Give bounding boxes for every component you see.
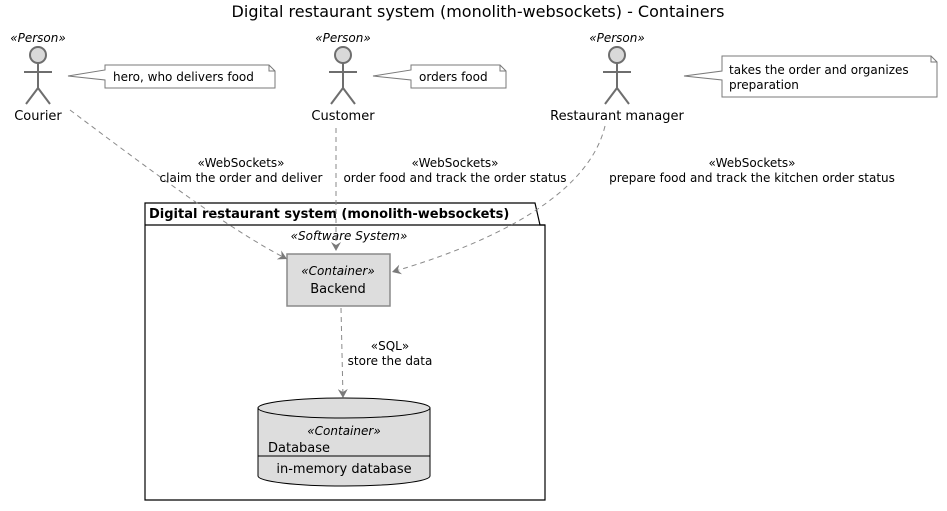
system-boundary: Digital restaurant system (monolith-webs… bbox=[144, 202, 546, 501]
note-courier-text: hero, who delivers food bbox=[113, 70, 254, 84]
relation-courier-protocol: «WebSockets» bbox=[197, 156, 284, 170]
note-manager-line1: takes the order and organizes bbox=[729, 63, 909, 77]
database-name: Database bbox=[268, 441, 330, 456]
relation-label-customer: «WebSockets» order food and track the or… bbox=[343, 156, 566, 185]
actor-customer-stereotype: «Person» bbox=[315, 31, 371, 45]
relation-courier-backend bbox=[69, 109, 288, 260]
database-stereotype: «Container» bbox=[307, 424, 380, 438]
note-customer: orders food bbox=[372, 64, 507, 89]
relation-customer-protocol: «WebSockets» bbox=[411, 156, 498, 170]
relation-database-protocol: «SQL» bbox=[371, 339, 409, 353]
backend-name: Backend bbox=[310, 282, 366, 297]
actor-courier-stereotype: «Person» bbox=[10, 31, 66, 45]
system-boundary-stereotype: «Software System» bbox=[291, 229, 408, 243]
relation-courier-text: claim the order and deliver bbox=[160, 171, 323, 185]
database-container: «Container» Database in-memory database bbox=[257, 397, 431, 487]
note-customer-text: orders food bbox=[419, 70, 488, 84]
relation-manager-text: prepare food and track the kitchen order… bbox=[609, 171, 895, 185]
relation-label-manager: «WebSockets» prepare food and track the … bbox=[609, 156, 895, 185]
person-icon bbox=[24, 46, 52, 105]
relation-manager-protocol: «WebSockets» bbox=[708, 156, 795, 170]
relation-backend-database bbox=[337, 307, 348, 399]
note-courier: hero, who delivers food bbox=[67, 64, 276, 89]
person-icon bbox=[329, 46, 357, 105]
note-manager-line2: preparation bbox=[729, 78, 799, 92]
relation-database-text: store the data bbox=[348, 354, 433, 368]
relation-manager-backend bbox=[391, 125, 606, 275]
actor-restaurant-manager: «Person» Restaurant manager bbox=[550, 31, 684, 124]
relation-label-database: «SQL» store the data bbox=[348, 339, 433, 368]
actor-customer: «Person» Customer bbox=[311, 31, 375, 124]
backend-stereotype: «Container» bbox=[301, 264, 374, 278]
person-icon bbox=[603, 46, 631, 105]
diagram-title: Digital restaurant system (monolith-webs… bbox=[232, 2, 725, 21]
system-boundary-title: Digital restaurant system (monolith-webs… bbox=[149, 207, 509, 222]
actor-manager-name: Restaurant manager bbox=[550, 109, 684, 124]
actor-customer-name: Customer bbox=[311, 109, 375, 124]
actor-courier-name: Courier bbox=[14, 109, 62, 124]
relation-customer-text: order food and track the order status bbox=[343, 171, 566, 185]
actor-courier: «Person» Courier bbox=[10, 31, 66, 124]
database-technology: in-memory database bbox=[276, 462, 411, 477]
backend-container: «Container» Backend bbox=[286, 253, 391, 307]
actor-manager-stereotype: «Person» bbox=[589, 31, 645, 45]
relation-label-courier: «WebSockets» claim the order and deliver bbox=[160, 156, 323, 185]
note-restaurant-manager: takes the order and organizes preparatio… bbox=[683, 55, 938, 98]
